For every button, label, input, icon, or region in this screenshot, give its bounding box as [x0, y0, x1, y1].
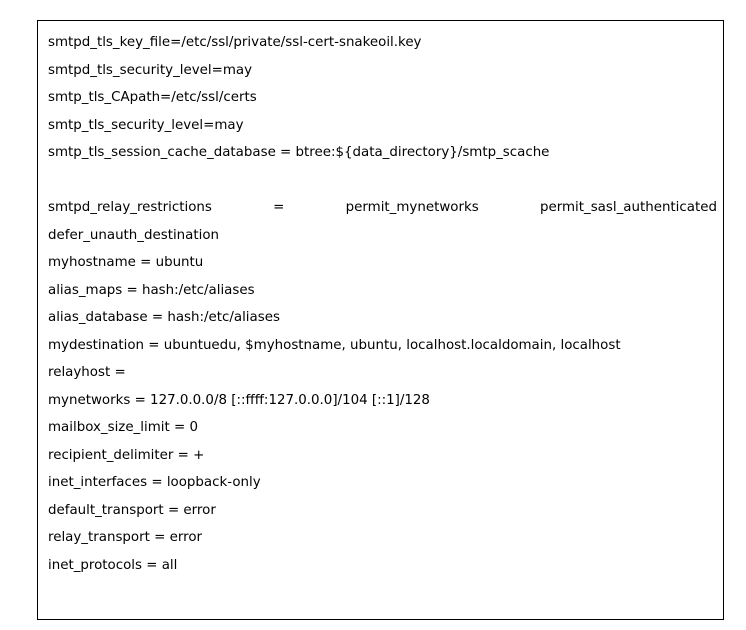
relay-key: smtpd_relay_restrictions [48, 200, 212, 215]
relay-equals: = [273, 200, 285, 215]
config-line: recipient_delimiter = + [48, 447, 205, 463]
config-line: smtpd_tls_key_file=/etc/ssl/private/ssl-… [48, 35, 422, 50]
config-line: inet_protocols = all [48, 557, 178, 573]
config-line: smtp_tls_CApath=/etc/ssl/certs [48, 90, 257, 105]
config-line: smtp_tls_security_level=may [48, 117, 244, 133]
config-line: smtp_tls_session_cache_database = btree:… [48, 145, 550, 160]
config-line: mailbox_size_limit = 0 [48, 420, 198, 435]
relay-value-sasl: permit_sasl_authenticated [539, 200, 717, 215]
blank-line [48, 167, 723, 195]
relay-restrictions-line: smtpd_relay_restrictions = permit_mynetw… [48, 194, 723, 222]
config-line: mydestination = ubuntuedu, $myhostname, … [48, 337, 621, 353]
config-line: default_transport = error [48, 502, 216, 518]
config-line: myhostname = ubuntu [48, 255, 204, 270]
config-line: defer_unauth_destination [48, 227, 220, 243]
relay-value-mynetworks: permit_mynetworks [345, 200, 479, 215]
config-line: relay_transport = error [48, 530, 203, 545]
config-line: mynetworks = 127.0.0.0/8 [::ffff:127.0.0… [48, 392, 430, 408]
config-line: smtpd_tls_security_level=may [48, 62, 253, 78]
config-line: alias_database = hash:/etc/aliases [48, 310, 280, 325]
config-document: smtpd_tls_key_file=/etc/ssl/private/ssl-… [37, 20, 724, 620]
config-line: inet_interfaces = loopback-only [48, 475, 261, 490]
config-line: relayhost = [48, 365, 126, 380]
config-line: alias_maps = hash:/etc/aliases [48, 282, 255, 298]
